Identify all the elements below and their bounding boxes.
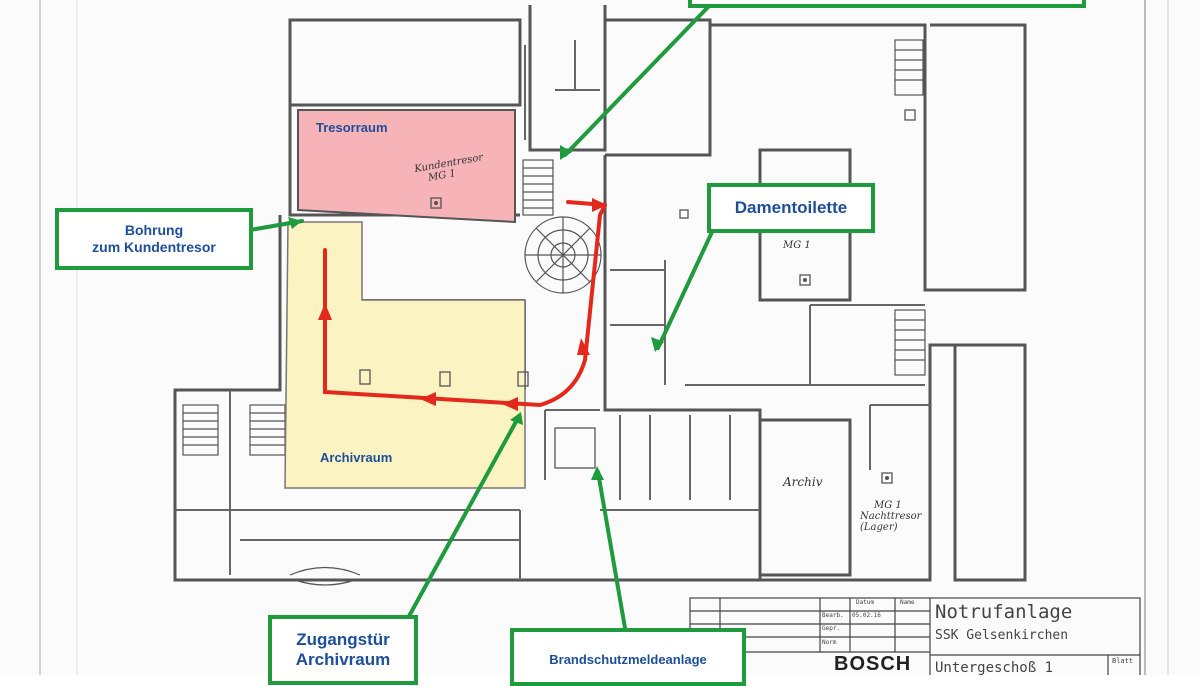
callout-zugangstuer-line: Archivraum: [295, 650, 391, 669]
tresorraum-label: Tresorraum: [316, 120, 388, 135]
mg1-note: MG 1: [783, 240, 811, 251]
bosch-logo: BOSCH: [834, 653, 912, 675]
title-block-title: Notrufanlage: [935, 601, 1073, 623]
nachttresor-note-line: MG 1: [874, 500, 902, 511]
nachttresor-note-line: Nachttresor: [860, 511, 922, 522]
title-block-name-header: Name: [900, 599, 915, 606]
callout-zugangstuer-line: Zugangstür: [296, 629, 390, 649]
callout-brandschutz: Brandschutzmeldeanlage: [510, 628, 746, 686]
title-block-row-label: Gepr.: [822, 625, 841, 632]
callout-damentoilette: Damentoilette: [707, 183, 875, 233]
callout-brandschutz-text: Brandschutzmeldeanlage: [549, 652, 707, 667]
nachttresor-note: MG 1 Nachttresor (Lager): [860, 500, 921, 533]
nachttresor-note-line: (Lager): [860, 522, 898, 533]
callout-bohrung: Bohrung zum Kundentresor: [55, 208, 253, 270]
archivraum-label: Archivraum: [320, 450, 393, 465]
title-block-site: SSK Gelsenkirchen: [935, 628, 1069, 643]
title-block-date-header: Datum: [856, 599, 875, 606]
title-block-row-label: Norm: [822, 639, 837, 646]
callout-bohrung-line: zum Kundentresor: [92, 239, 216, 255]
archiv-right-note: Archiv: [783, 475, 823, 489]
callout-bohrung-line: Bohrung: [124, 222, 184, 239]
title-block-floor: Untergeschoß 1: [935, 660, 1054, 676]
callout-zugangstuer: Zugangstür Archivraum: [268, 615, 418, 685]
title-block-date: 05.02.16: [852, 612, 881, 619]
title-block-sheet: Blatt: [1112, 657, 1134, 665]
callout-damentoilette-text: Damentoilette: [734, 197, 848, 217]
title-block-row-label: Bearb.: [822, 612, 844, 619]
